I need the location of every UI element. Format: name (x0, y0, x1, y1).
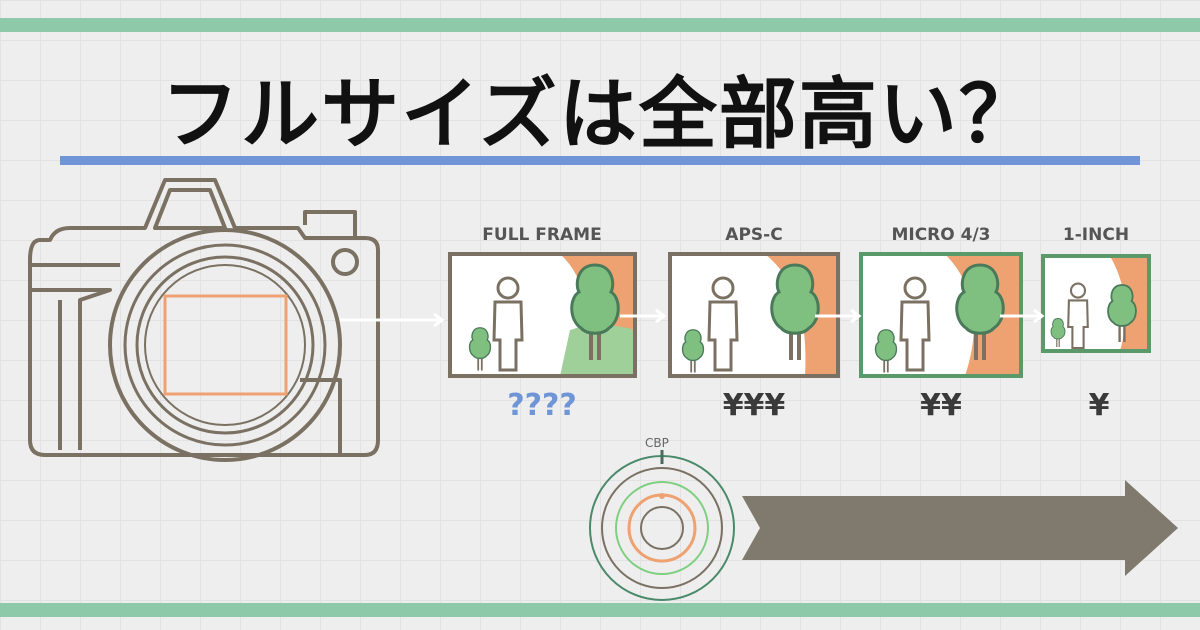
target-circles-icon (589, 450, 735, 601)
top-accent-bar (0, 18, 1200, 32)
sensor-frame-one-inch (1041, 254, 1151, 353)
sensor-label-aps-c: APS-C (725, 225, 783, 245)
bottom-accent-bar (0, 603, 1200, 617)
price-full-frame: ???? (507, 388, 577, 423)
sensor-frame-aps-c (668, 252, 840, 378)
sensor-label-full-frame: FULL FRAME (482, 225, 602, 245)
progress-arrow (742, 480, 1178, 576)
sensor-label-one-inch: 1-INCH (1062, 225, 1130, 245)
sensor-arrows (620, 308, 1045, 324)
sensor-frame-full-frame (448, 252, 637, 378)
price-one-inch: ¥ (1088, 388, 1110, 423)
price-aps-c: ¥¥¥ (722, 388, 786, 423)
sensor-frame-micro-four-thirds (859, 252, 1023, 378)
title-underline (60, 156, 1140, 165)
camera-icon (28, 178, 380, 462)
price-micro-four-thirds: ¥¥ (920, 388, 962, 423)
sensor-label-micro-four-thirds: MICRO 4/3 (891, 225, 991, 245)
page-title: フルサイズは全部高い？ (161, 70, 1039, 160)
sensor-outline (163, 294, 288, 396)
cbp-label: CBP (645, 436, 669, 450)
